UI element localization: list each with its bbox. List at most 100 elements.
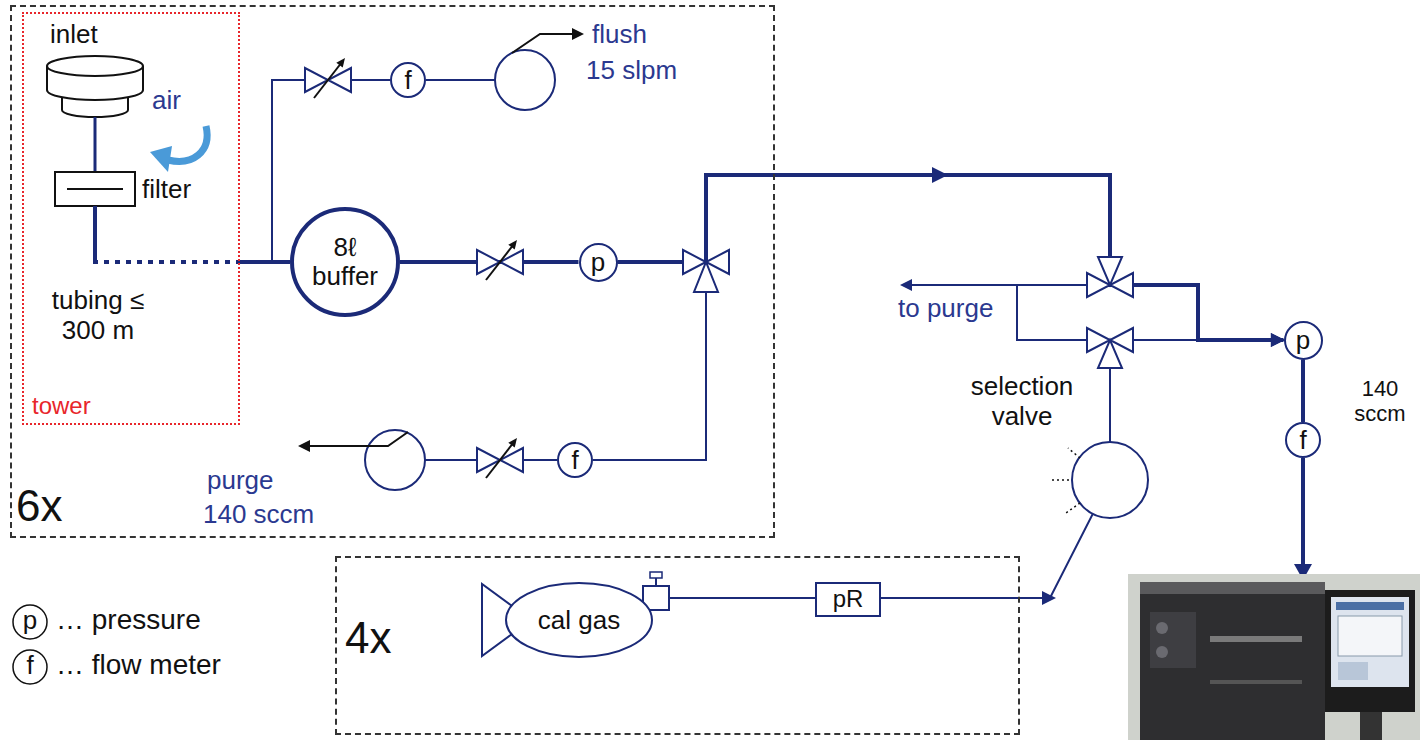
pipe-line bbox=[593, 262, 706, 460]
node-text: f bbox=[1299, 426, 1306, 455]
flow-label: to purge bbox=[898, 294, 993, 324]
node-text: f bbox=[571, 446, 578, 475]
pipe-line bbox=[881, 340, 1284, 598]
airflow-arrowhead bbox=[150, 146, 172, 172]
legend-symbol: p bbox=[13, 606, 47, 636]
pressure-gauge: p bbox=[1284, 321, 1323, 360]
legend-symbol: f bbox=[13, 651, 47, 681]
flow-meter: f bbox=[557, 442, 593, 478]
needle-valve bbox=[500, 250, 523, 274]
legend-text: … flow meter bbox=[56, 649, 221, 680]
analyser-chassis bbox=[1140, 582, 1325, 740]
tower-region: tower bbox=[22, 12, 240, 425]
bypass-pipe bbox=[1017, 285, 1087, 340]
pipe-line bbox=[653, 597, 815, 599]
flow-rate: 15 slpm bbox=[586, 56, 677, 86]
flush-pipe bbox=[426, 79, 495, 81]
legend-sample bbox=[13, 650, 47, 684]
node-text: cal gas bbox=[538, 606, 620, 635]
part-label: filter bbox=[142, 175, 191, 205]
leader-line bbox=[1052, 479, 1069, 481]
exhaust-arrow bbox=[308, 432, 408, 446]
analyser-top bbox=[1140, 582, 1325, 594]
inlet-pipe bbox=[94, 117, 97, 172]
monitor-screen bbox=[1331, 597, 1409, 687]
screen-bar bbox=[1336, 602, 1404, 610]
buffer-volume: 8ℓ buffer bbox=[290, 207, 400, 317]
needle-valve bbox=[477, 250, 500, 274]
node-text: pR bbox=[833, 586, 864, 612]
analyser-logo bbox=[1156, 622, 1168, 634]
regulator-stem bbox=[655, 578, 657, 586]
adjust-arrow bbox=[486, 244, 514, 280]
flow-label: air bbox=[152, 86, 181, 116]
node-text: f bbox=[404, 66, 411, 95]
needle-valve bbox=[477, 448, 500, 472]
flow-rate: 140 sccm bbox=[203, 500, 314, 530]
purge-arrowhead bbox=[900, 279, 912, 291]
screen-panel bbox=[1338, 662, 1368, 680]
analyser-pipe bbox=[1301, 458, 1305, 566]
analyser-panel bbox=[1150, 612, 1196, 668]
node-text: 4x bbox=[345, 614, 391, 662]
part-label: inlet bbox=[50, 20, 98, 50]
regulator-knob bbox=[650, 572, 662, 578]
tubing-run bbox=[93, 260, 240, 264]
screen-table bbox=[1338, 616, 1402, 656]
three-way-valve bbox=[1098, 257, 1122, 285]
node-text: 6x bbox=[16, 482, 62, 530]
purge-pump bbox=[365, 430, 425, 490]
adjust-arrow bbox=[486, 442, 514, 478]
exhaust-arrowhead bbox=[572, 28, 584, 40]
flow-arrowhead bbox=[1042, 591, 1056, 605]
needle-valve bbox=[328, 68, 351, 92]
analyser-seam bbox=[1210, 680, 1302, 684]
purge-outlet bbox=[912, 284, 1017, 286]
repeat-group-box: 4x cal gas pR bbox=[335, 556, 1020, 735]
legend-row: … pressure bbox=[56, 604, 201, 636]
pressure-regulator: pR bbox=[815, 582, 881, 617]
legend-sample bbox=[13, 605, 47, 639]
adjust-arrowhead bbox=[508, 240, 517, 250]
photo-background bbox=[1128, 574, 1420, 740]
adjust-arrowhead bbox=[336, 58, 345, 68]
node-text: tower bbox=[32, 393, 91, 419]
cylinder-outline bbox=[506, 583, 652, 657]
needle-valve bbox=[500, 448, 523, 472]
node-text: p bbox=[1296, 326, 1310, 355]
filter-housing bbox=[55, 172, 135, 206]
adjust-arrow bbox=[314, 62, 342, 98]
exhaust-arrowhead bbox=[298, 440, 310, 452]
selection-valve bbox=[1072, 442, 1148, 518]
pipe-line bbox=[1301, 360, 1305, 423]
three-way-valve bbox=[694, 262, 718, 292]
pressure-gauge: p bbox=[579, 243, 618, 282]
needle-valve bbox=[305, 68, 328, 92]
flow-meter: f bbox=[390, 62, 426, 98]
tower-pipe bbox=[93, 206, 97, 262]
airflow-arrow bbox=[168, 126, 207, 161]
flow-meter: f bbox=[1285, 422, 1321, 458]
flow-label: purge bbox=[207, 466, 274, 496]
gas-cylinder: cal gas bbox=[505, 582, 653, 658]
flow-label: flush bbox=[592, 20, 647, 50]
filter-membrane bbox=[67, 188, 123, 190]
legend-row: … flow meter bbox=[56, 649, 221, 681]
dimension-label: tubing ≤ 300 m bbox=[33, 286, 163, 346]
exhaust-arrow bbox=[512, 34, 574, 53]
legend-text: … pressure bbox=[56, 604, 201, 635]
monitor-frame bbox=[1325, 590, 1415, 712]
part-label: selection valve bbox=[962, 372, 1082, 432]
leader-line bbox=[1066, 503, 1080, 513]
adjust-arrowhead bbox=[508, 438, 517, 448]
analyser-display bbox=[1210, 636, 1302, 642]
flow-rate: 140 sccm bbox=[1348, 376, 1412, 427]
leader-line bbox=[1068, 448, 1080, 458]
flush-pump bbox=[495, 50, 555, 110]
three-way-valve bbox=[1098, 340, 1122, 368]
pipe-line bbox=[618, 175, 1284, 340]
analyser-logo bbox=[1156, 646, 1168, 658]
monitor-stand bbox=[1360, 712, 1382, 740]
